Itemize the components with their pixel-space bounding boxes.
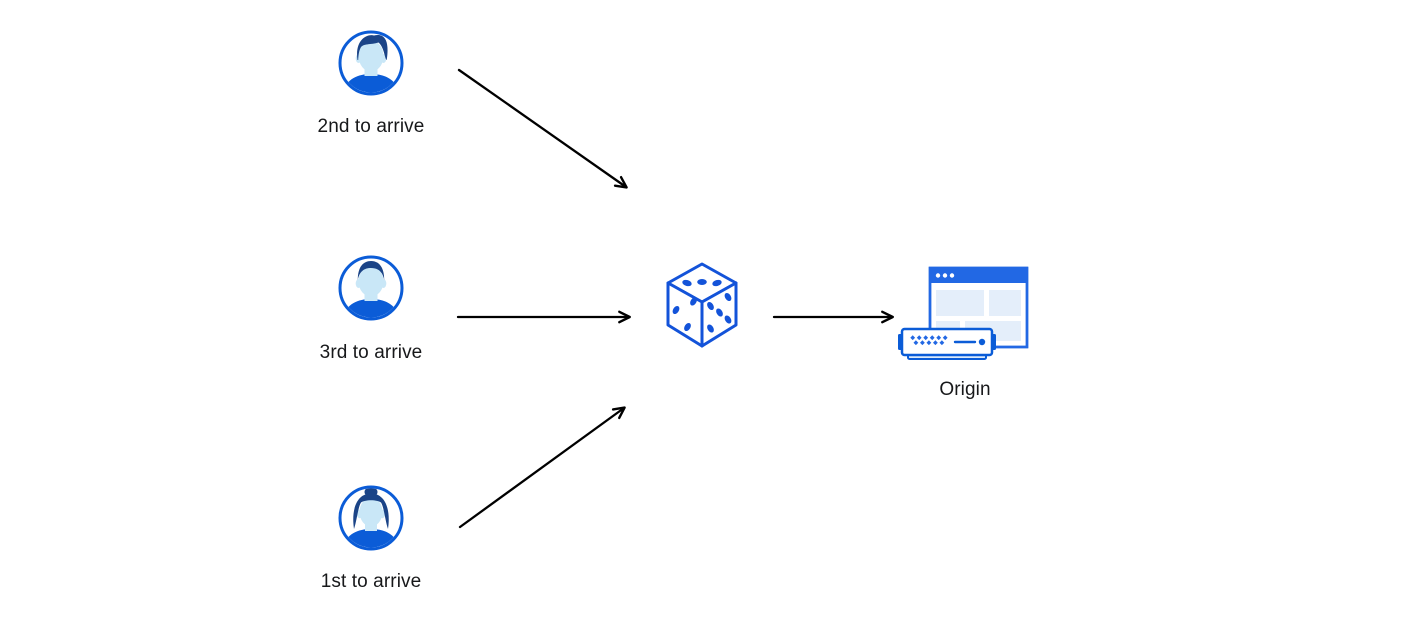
man-short-hair-avatar-icon xyxy=(338,255,404,321)
client-label-2nd: 2nd to arrive xyxy=(317,116,425,137)
arrow-client2-to-dice xyxy=(457,68,628,189)
client-node-3rd xyxy=(338,255,404,326)
origin-server-icon xyxy=(898,266,1029,360)
client-label-3rd: 3rd to arrive xyxy=(319,342,423,363)
randomizer-node xyxy=(665,261,739,356)
origin-node xyxy=(898,266,1030,367)
woman-bun-avatar-icon xyxy=(338,485,404,551)
origin-label: Origin xyxy=(939,379,991,400)
client-node-2nd xyxy=(338,30,404,101)
arrow-client1-to-dice xyxy=(458,406,626,529)
client-label-1st: 1st to arrive xyxy=(320,571,422,592)
dice-icon xyxy=(666,262,738,348)
server-icon xyxy=(898,327,996,360)
man-swept-hair-avatar-icon xyxy=(338,30,404,96)
client-node-1st xyxy=(338,485,404,556)
